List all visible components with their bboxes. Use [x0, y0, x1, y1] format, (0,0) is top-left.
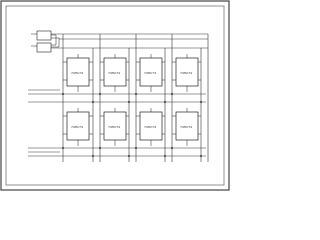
chip-bottom-4-label: 74HC74: [180, 125, 192, 129]
chip-bottom-2: 74HC74: [100, 108, 129, 146]
chip-bottom-3-label: 74HC74: [144, 125, 156, 129]
chip-bottom-3: 74HC74: [136, 108, 165, 146]
chip-top-2-label: 74HC74: [108, 71, 120, 75]
outer-border: [0, 0, 230, 191]
inner-border: [5, 5, 225, 186]
chip-bottom-1-label: 74HC74: [71, 125, 83, 129]
chip-top-1: 74HC74: [63, 54, 93, 92]
chip-top-3: 74HC74: [136, 54, 165, 92]
chip-bottom-4: 74HC74: [172, 108, 201, 146]
junction-dots: [62, 93, 202, 157]
chip-top-3-label: 74HC74: [144, 71, 156, 75]
chip-top-2: 74HC74: [100, 54, 129, 92]
chip-top-4-label: 74HC74: [180, 71, 192, 75]
chip-bottom-1: 74HC74: [63, 108, 93, 146]
chip-bottom-2-label: 74HC74: [108, 125, 120, 129]
top-bus: [51, 33, 208, 49]
schematic-frame: 74HC74 74HC74 74HC74 74HC74 74HC74 74HC7…: [0, 0, 230, 191]
control-lines: [28, 89, 206, 157]
chip-top-4: 74HC74: [172, 54, 201, 92]
input-logic-block: [31, 30, 60, 53]
column-wiring: [62, 34, 209, 162]
chip-top-1-label: 74HC74: [71, 71, 83, 75]
